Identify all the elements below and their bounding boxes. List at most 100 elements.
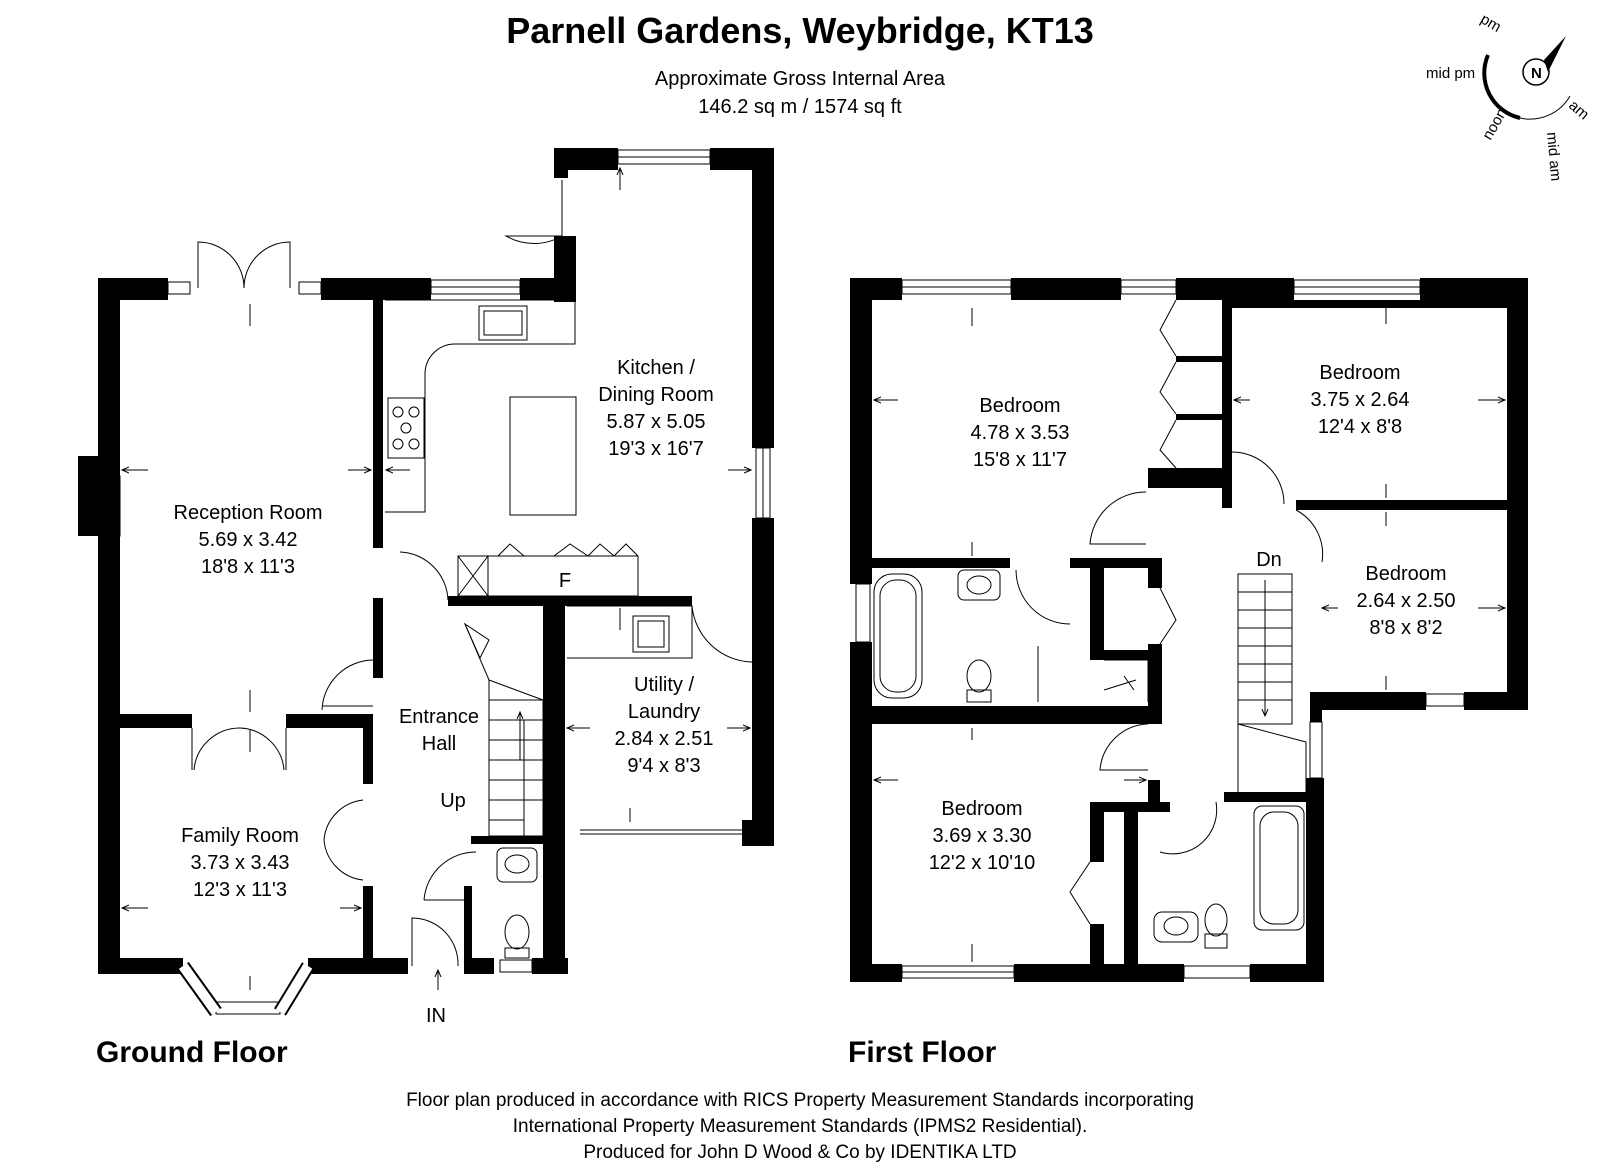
wall <box>363 714 373 784</box>
front-door <box>411 917 459 967</box>
sun-compass: N pm mid pm noon mid am am <box>1426 11 1592 182</box>
door-swing <box>193 727 285 771</box>
wall <box>1296 500 1528 510</box>
bath <box>1253 805 1305 931</box>
wall <box>1124 802 1138 964</box>
ground-floor-fittings <box>111 149 771 1017</box>
door-swing <box>243 241 291 289</box>
door-swing <box>691 605 753 663</box>
wall <box>543 596 565 972</box>
window <box>1183 965 1251 979</box>
kitchen-name-1: Kitchen / <box>617 357 695 379</box>
wall <box>1224 792 1310 802</box>
wall <box>554 148 568 178</box>
compass-pm-label: pm <box>1477 11 1504 36</box>
wall <box>464 886 472 974</box>
wall <box>872 558 1010 568</box>
bedroom-1-imperial: 15'8 x 11'7 <box>973 449 1067 471</box>
first-floor-label: First Floor <box>848 1036 997 1069</box>
first-floor-plan <box>850 278 1528 982</box>
kitchen-imperial: 19'3 x 16'7 <box>608 438 704 460</box>
compass-needle-icon <box>1544 36 1566 72</box>
compass-mid-pm-label: mid pm <box>1426 65 1475 82</box>
door-swing <box>1159 801 1218 855</box>
sink <box>478 305 528 341</box>
compass-north-icon <box>1522 58 1550 86</box>
door-swing <box>1015 569 1071 625</box>
wall <box>1011 278 1121 300</box>
door-swing <box>321 659 374 711</box>
staircase <box>1237 573 1293 725</box>
wall <box>1090 924 1104 974</box>
wall <box>1090 802 1104 862</box>
wall <box>1310 692 1426 710</box>
footer-line-3: Produced for John D Wood & Co by IDENTIK… <box>583 1142 1017 1163</box>
sun-arc <box>1482 54 1521 120</box>
wall <box>752 518 774 846</box>
utility-metric: 2.84 x 2.51 <box>615 728 714 750</box>
door-swing <box>1231 451 1285 505</box>
ground-floor-arrows <box>122 168 751 990</box>
basin <box>496 847 538 883</box>
door-swing <box>423 851 477 901</box>
window <box>1425 693 1465 707</box>
utility-name-1: Utility / <box>634 674 694 696</box>
footer-line-1: Floor plan produced in accordance with R… <box>406 1090 1194 1111</box>
wall <box>850 964 902 982</box>
bedroom-1-name: Bedroom <box>979 395 1060 417</box>
wall <box>1310 692 1322 722</box>
wall <box>363 886 373 966</box>
wall <box>1507 278 1528 710</box>
ground-floor-plan <box>78 148 774 974</box>
kitchen-name-2: Dining Room <box>598 384 714 406</box>
wall <box>1250 964 1324 982</box>
basin <box>957 569 1001 601</box>
compass-mid-am-label: mid am <box>1543 131 1564 181</box>
wall <box>1464 692 1528 710</box>
wall <box>1148 468 1222 488</box>
sink <box>632 615 670 653</box>
wall <box>1176 414 1232 420</box>
wall <box>373 298 383 548</box>
window <box>1309 721 1323 779</box>
footer-line-2: International Property Measurement Stand… <box>512 1116 1088 1137</box>
bedroom-2-imperial: 12'4 x 8'8 <box>1318 416 1402 438</box>
bedroom-3-name: Bedroom <box>1365 563 1446 585</box>
wall <box>1090 558 1104 658</box>
window <box>215 1001 281 1015</box>
wall <box>1148 644 1162 724</box>
wall <box>850 642 872 982</box>
door-swing <box>1099 723 1149 771</box>
door-swing <box>197 241 245 289</box>
bedroom-2-metric: 3.75 x 2.64 <box>1311 389 1410 411</box>
wall <box>321 278 431 300</box>
wall <box>1176 278 1294 300</box>
bedroom-1-metric: 4.78 x 3.53 <box>971 422 1070 444</box>
window <box>499 959 533 973</box>
kitchen-metric: 5.87 x 5.05 <box>607 411 706 433</box>
stairs-down-label: Dn <box>1256 549 1282 571</box>
stairs-up-label: Up <box>440 790 466 812</box>
family-room-metric: 3.73 x 3.43 <box>191 852 290 874</box>
wall <box>752 148 774 448</box>
wall <box>1222 298 1232 472</box>
door-swing <box>504 180 563 245</box>
bath <box>873 573 923 699</box>
sun-arc <box>1519 95 1571 120</box>
window <box>167 281 191 295</box>
utility-name-2: Laundry <box>628 701 700 723</box>
family-room-imperial: 12'3 x 11'3 <box>193 879 287 901</box>
wall <box>1176 356 1232 362</box>
ground-floor-label: Ground Floor <box>96 1036 288 1069</box>
worktop <box>385 299 576 513</box>
wall <box>308 958 408 974</box>
bedroom-4-metric: 3.69 x 3.30 <box>933 825 1032 847</box>
hob <box>387 397 425 459</box>
door-swing <box>399 551 449 601</box>
bedroom-3-metric: 2.64 x 2.50 <box>1357 590 1456 612</box>
sink <box>483 310 523 336</box>
wall <box>1420 278 1528 300</box>
first-floor-arrows <box>874 308 1505 962</box>
reception-room-metric: 5.69 x 3.42 <box>199 529 298 551</box>
